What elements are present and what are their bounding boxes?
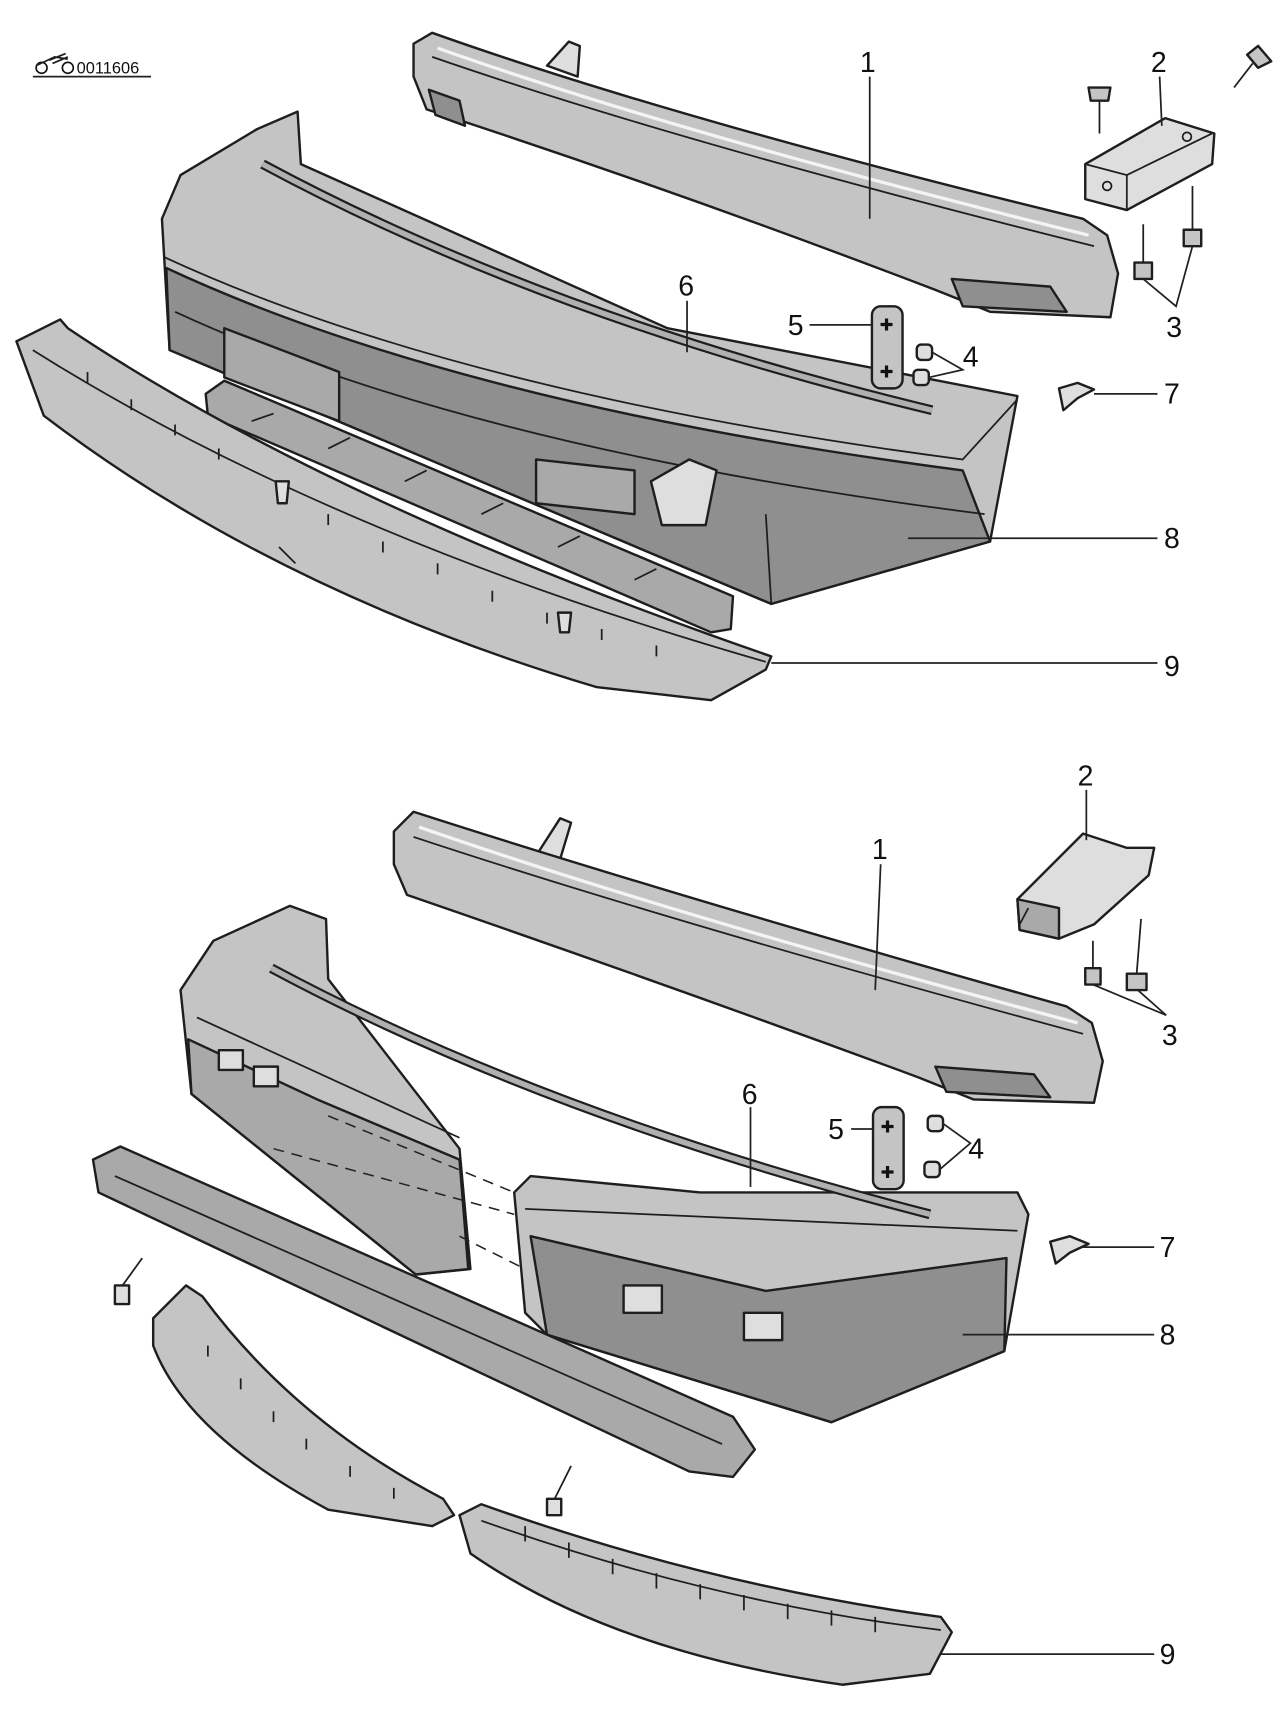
label-9: 9: [1160, 1639, 1176, 1671]
label-1: 1: [872, 834, 888, 866]
bottom-assembly: ✚✚ 1 2 3 4 5 6 7 8 9: [91, 760, 1178, 1686]
lower-spoiler: [15, 318, 773, 702]
bolts-3: [1133, 185, 1203, 281]
bumper-reinforcement-beam: [392, 810, 1104, 1104]
label-8: 8: [1160, 1320, 1176, 1352]
label-8: 8: [1164, 523, 1180, 555]
lower-grille: [204, 379, 735, 634]
label-3: 3: [1166, 312, 1182, 344]
lower-grille: [91, 1145, 757, 1479]
lower-spoiler-right: [458, 1503, 953, 1686]
bumper-cover-left: [179, 904, 472, 1276]
label-5: 5: [828, 1114, 844, 1146]
screw: [113, 1257, 143, 1306]
mounting-bracket: [1084, 116, 1216, 212]
svg-text:✚: ✚: [880, 316, 894, 334]
label-4: 4: [963, 341, 979, 373]
svg-text:✚: ✚: [881, 1118, 895, 1136]
label-6: 6: [742, 1079, 758, 1111]
mounting-bracket: [1016, 832, 1156, 940]
figure-code-mark: 0011606: [32, 52, 151, 78]
figure-code: 0011606: [77, 59, 140, 77]
bolt: [1233, 44, 1273, 89]
callouts-bottom: 1 2 3 4 5 6 7 8 9: [742, 760, 1178, 1670]
bolt: [1087, 86, 1112, 134]
callouts-top: 1 2 3 4 5 6 7 8 9: [678, 47, 1194, 683]
svg-text:✚: ✚: [881, 1164, 895, 1182]
label-2: 2: [1151, 47, 1167, 79]
trim-strip: [269, 963, 932, 1220]
clip: [1049, 1235, 1090, 1265]
clamp-plate: ✚✚: [870, 305, 904, 390]
label-1: 1: [860, 47, 876, 79]
bumper-cover-right: [512, 1174, 1030, 1424]
trim-strip: [260, 159, 934, 416]
top-assembly: ✚✚ 1 2 3 4 5 6 7 8 9: [15, 31, 1273, 702]
screw: [545, 1465, 572, 1517]
label-7: 7: [1164, 379, 1180, 411]
label-7: 7: [1160, 1232, 1176, 1264]
bumper-cover: [160, 110, 1019, 606]
svg-text:✚: ✚: [880, 363, 894, 381]
label-6: 6: [678, 270, 694, 302]
label-2: 2: [1078, 760, 1094, 792]
nuts: [912, 343, 934, 387]
bumper-reinforcement-beam: [412, 31, 1120, 319]
label-9: 9: [1164, 651, 1180, 683]
bolts-3: [1084, 918, 1148, 992]
label-4: 4: [968, 1134, 984, 1166]
lower-spoiler-left: [151, 1284, 456, 1528]
label-3: 3: [1162, 1020, 1178, 1052]
clamp-plate: ✚✚: [871, 1105, 905, 1191]
label-5: 5: [788, 310, 804, 342]
clip: [1057, 381, 1096, 412]
